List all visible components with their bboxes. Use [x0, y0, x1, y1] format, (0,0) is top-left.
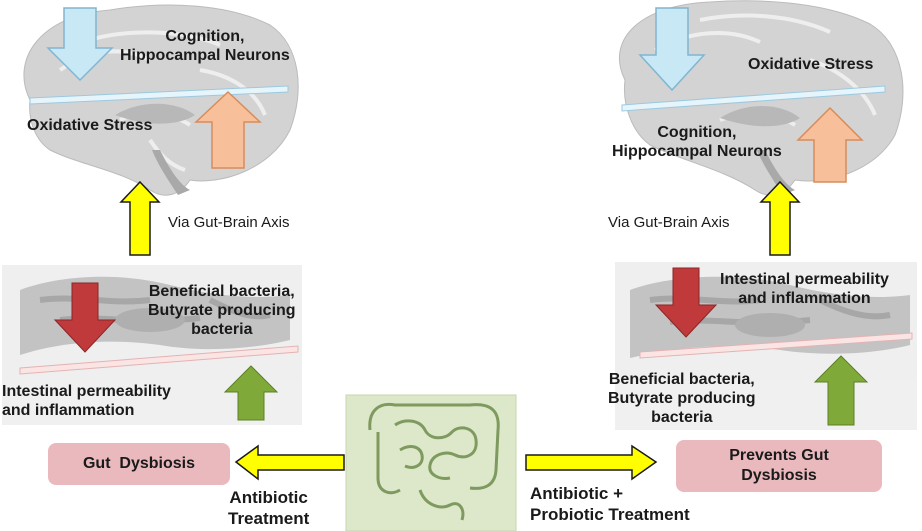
right-gut-balance-bar: [639, 332, 913, 359]
left-gut-balance-bar: [19, 345, 299, 375]
intestine-icon: [368, 402, 500, 521]
left-treatment-label: Antibiotic Treatment: [228, 488, 310, 528]
right-brain-balance-bar: [621, 85, 886, 112]
right-brain-down-arrow: [638, 7, 706, 92]
left-brain-up-arrow: [194, 90, 262, 169]
left-outcome-box: Gut Dysbiosis: [48, 443, 230, 485]
right-brain-bottom-label: Cognition, Hippocampal Neurons: [612, 124, 782, 160]
right-brain-top-label: Oxidative Stress: [748, 56, 874, 73]
right-brain-up-arrow: [796, 106, 864, 183]
right-gut-down-arrow: [654, 267, 718, 338]
right-gut-bottom-label: Beneficial bacteria, Butyrate producing …: [608, 371, 756, 426]
right-gut-top-label: Intestinal permeability and inflammation: [720, 271, 889, 307]
left-gut-up-arrow: [223, 365, 279, 421]
left-gut-top-label: Beneficial bacteria, Butyrate producing …: [148, 283, 296, 338]
right-outcome-box: Prevents Gut Dysbiosis: [676, 440, 882, 492]
left-brain-bottom-label: Oxidative Stress: [27, 117, 153, 134]
right-treatment-label: Antibiotic + Probiotic Treatment: [530, 484, 690, 524]
right-gut-up-arrow: [813, 355, 869, 426]
left-brain-top-label: Cognition, Hippocampal Neurons: [120, 28, 290, 64]
left-gut-down-arrow: [53, 282, 117, 353]
right-axis-label: Via Gut-Brain Axis: [608, 214, 730, 231]
left-brain-down-arrow: [46, 7, 114, 82]
left-brain-balance-bar: [29, 85, 289, 105]
left-gut-bottom-label: Intestinal permeability and inflammation: [2, 383, 171, 419]
left-axis-label: Via Gut-Brain Axis: [168, 214, 290, 231]
